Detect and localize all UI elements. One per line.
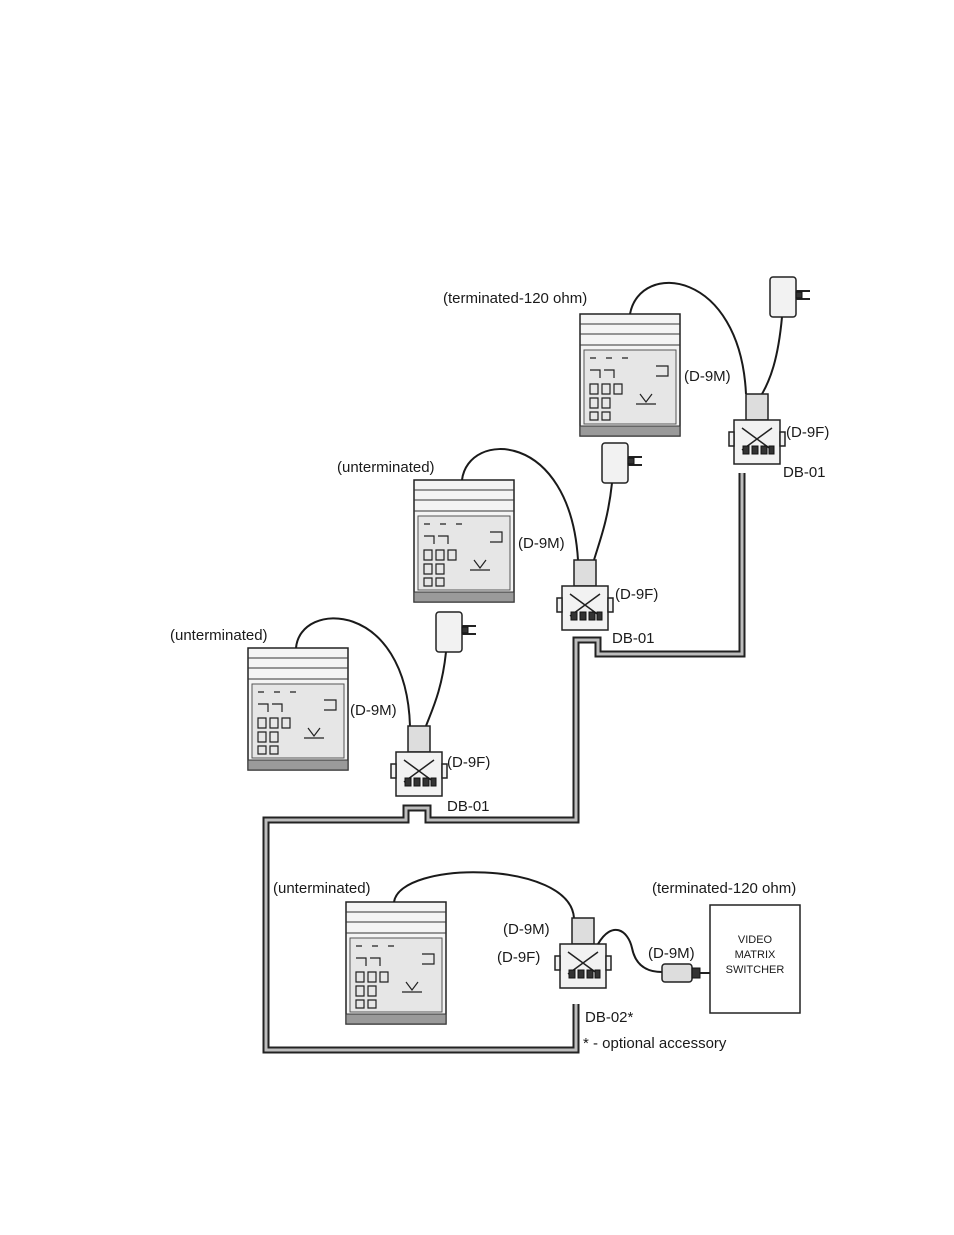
- termination-label-1: (terminated-120 ohm): [443, 290, 587, 307]
- power-adapter-3-cord: [425, 651, 447, 727]
- keyboard-2-cable: [461, 448, 579, 561]
- d9m-label-3: (D-9M): [350, 702, 397, 719]
- d9f-label-1: (D-9F): [786, 424, 829, 441]
- distribution-box-1: [728, 393, 786, 465]
- keyboard-3: [247, 647, 349, 771]
- keyboard-4: [345, 901, 447, 1025]
- db-label-1: DB-01: [783, 464, 826, 481]
- bus-cable-inner: [264, 473, 744, 1052]
- keyboard-4-cable: [393, 871, 575, 919]
- d9f-label-4: (D-9F): [497, 949, 540, 966]
- termination-label-2: (unterminated): [337, 459, 435, 476]
- termination-label-4: (unterminated): [273, 880, 371, 897]
- power-adapter-1: [769, 276, 811, 318]
- distribution-box-4: [554, 917, 612, 989]
- keyboard-2: [413, 479, 515, 603]
- d9f-label-3: (D-9F): [447, 754, 490, 771]
- keyboard-1: [579, 313, 681, 437]
- switcher-label-line1: VIDEO: [738, 934, 773, 946]
- power-adapter-3: [435, 611, 477, 653]
- db-label-2: DB-01: [612, 630, 655, 647]
- power-adapter-2-cord: [593, 482, 613, 561]
- keyboard-1-cable: [629, 281, 747, 395]
- termination-label-3: (unterminated): [170, 627, 268, 644]
- db-label-3: DB-01: [447, 798, 490, 815]
- switcher-label-line3: SWITCHER: [726, 964, 785, 976]
- d9m-plug-switcher: [661, 963, 710, 983]
- switcher-label-line2: MATRIX: [735, 949, 776, 961]
- d9m-label-1: (D-9M): [684, 368, 731, 385]
- optional-accessory-note: * - optional accessory: [583, 1035, 727, 1052]
- d9f-label-2: (D-9F): [615, 586, 658, 603]
- distribution-box-2: [556, 559, 614, 631]
- termination-label-switcher: (terminated-120 ohm): [652, 880, 796, 897]
- db-label-4: DB-02*: [585, 1009, 634, 1026]
- d9m-label-switcher: (D-9M): [648, 945, 695, 962]
- d9m-label-4: (D-9M): [503, 921, 550, 938]
- video-matrix-switcher: [709, 904, 801, 1014]
- switcher-cable: [597, 928, 663, 973]
- power-adapter-1-cord: [761, 316, 783, 395]
- distribution-box-3: [390, 725, 448, 797]
- power-adapter-2: [601, 442, 643, 484]
- d9m-label-2: (D-9M): [518, 535, 565, 552]
- keyboard-3-cable: [295, 617, 411, 727]
